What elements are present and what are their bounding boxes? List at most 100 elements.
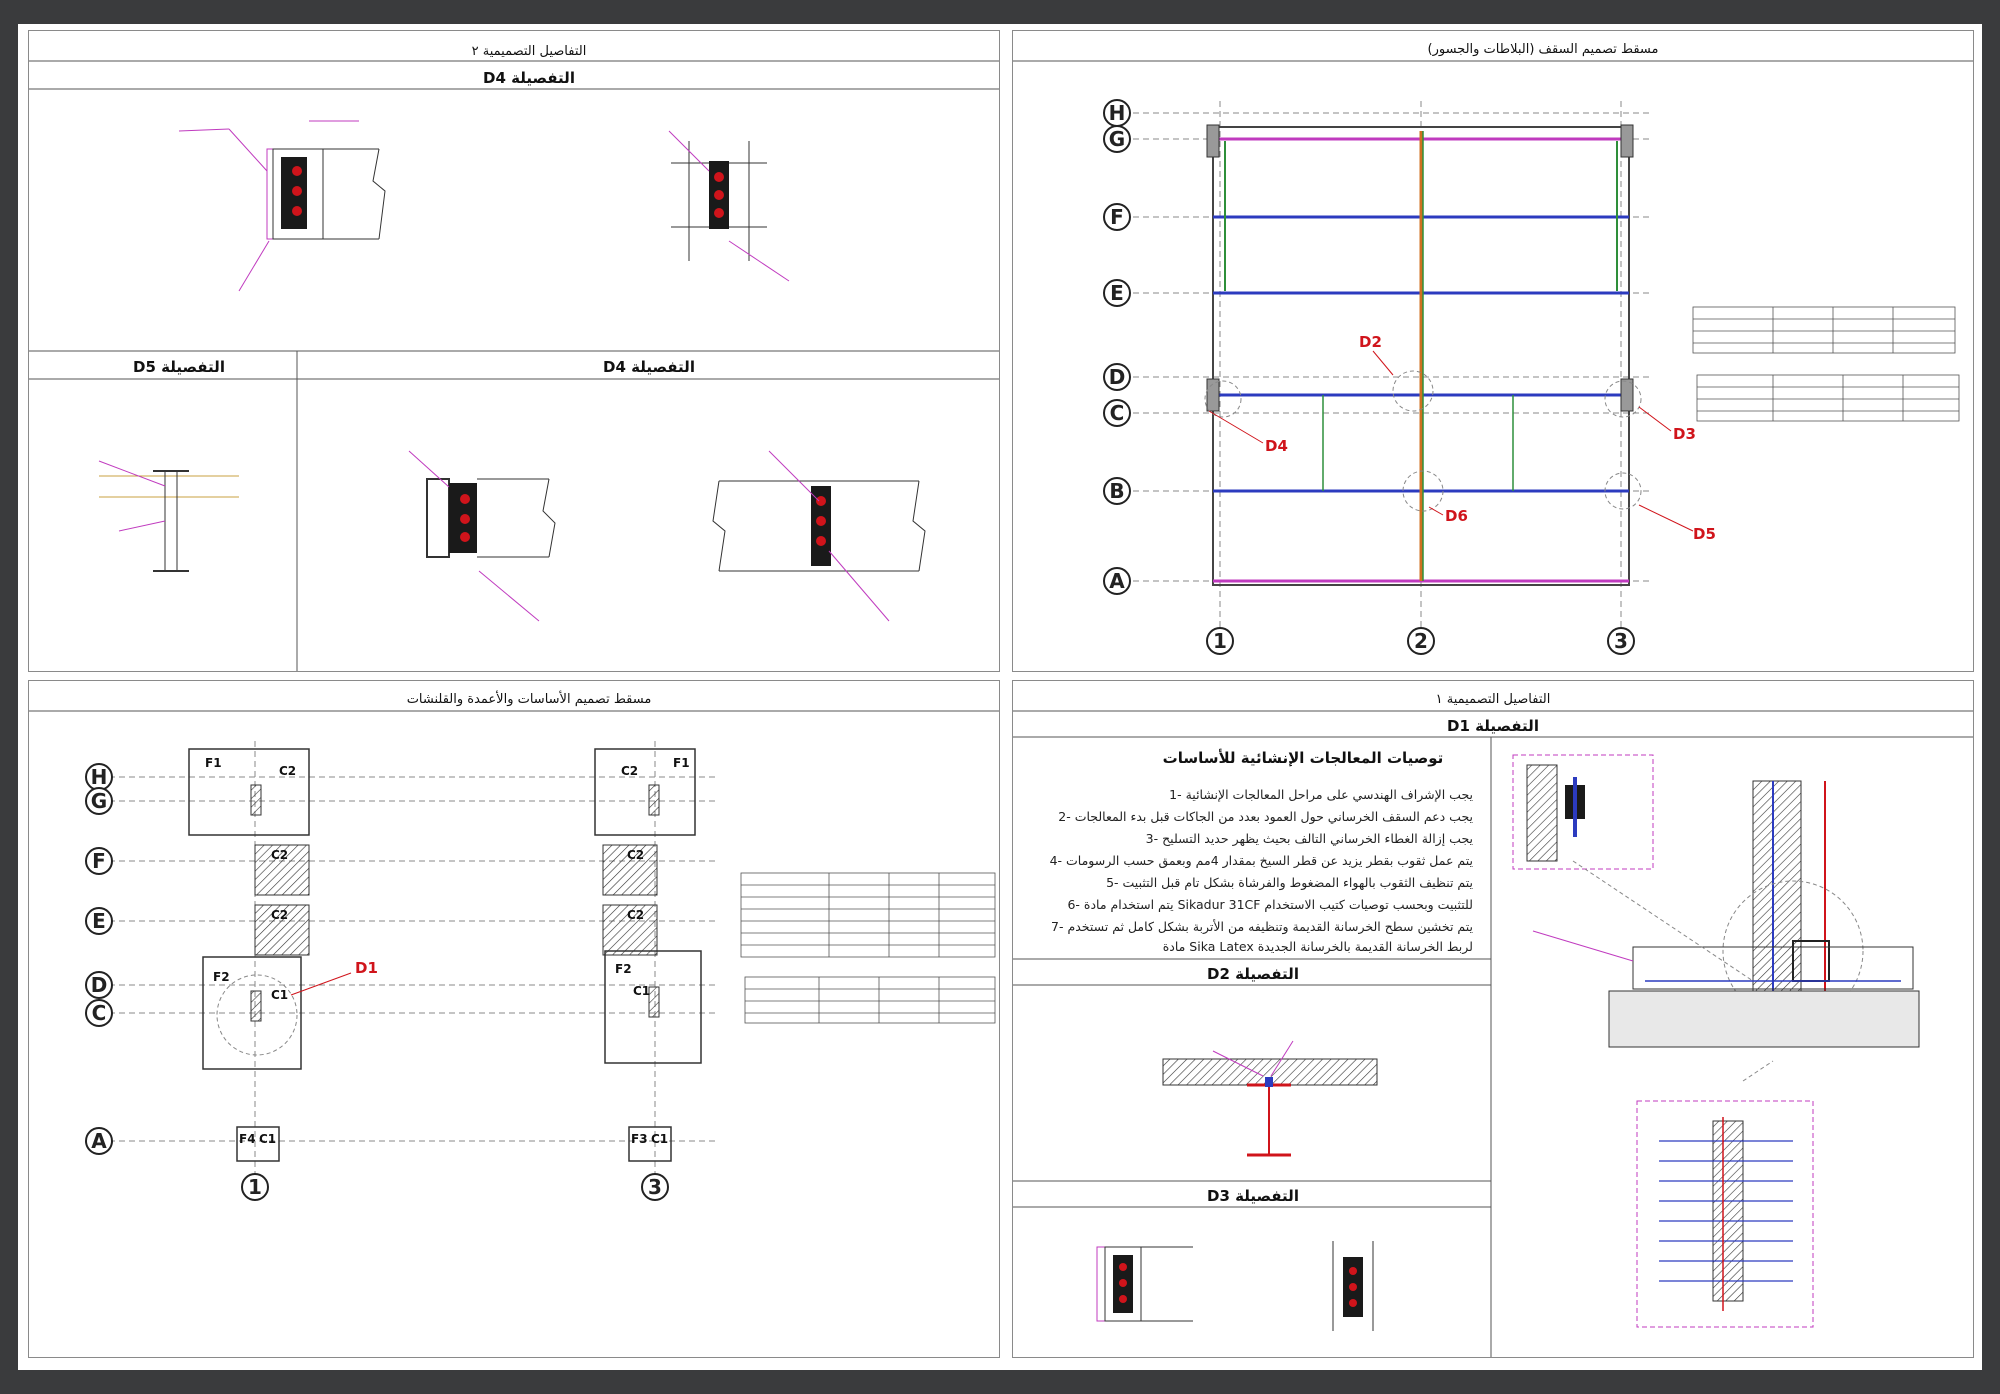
svg-text:B: B bbox=[1109, 479, 1124, 503]
roof-row-bubble: H bbox=[1103, 99, 1131, 127]
roof-marker-d5: D5 bbox=[1693, 525, 1716, 543]
roof-row-bubble: F bbox=[1103, 203, 1131, 231]
foundation-schedule-tables bbox=[740, 872, 996, 1024]
roof-plan-drawing: مسقط تصميم السقف (البلاطات والجسور) bbox=[1013, 42, 1973, 655]
footing-tag: F2 bbox=[615, 962, 632, 976]
detail-d2-heading: D2 التفصيلة bbox=[1207, 965, 1299, 983]
svg-text:H: H bbox=[1109, 101, 1126, 125]
svg-text:D: D bbox=[1109, 365, 1126, 389]
svg-text:E: E bbox=[1110, 281, 1124, 305]
footing-tag: F3 bbox=[631, 1132, 648, 1146]
svg-text:2: 2 bbox=[1414, 629, 1428, 653]
roof-row-bubble: D bbox=[1103, 363, 1131, 391]
foundation-detail-d1: D1 bbox=[216, 959, 378, 1056]
roof-row-bubble: A bbox=[1103, 567, 1131, 595]
svg-text:E: E bbox=[92, 909, 106, 933]
note-line: 6- يتم استخدام مادة Sikadur 31CF للتثبيت… bbox=[1067, 897, 1473, 913]
svg-text:G: G bbox=[91, 789, 107, 813]
roof-col-bubble: 3 bbox=[1607, 627, 1635, 655]
column-tag: C2 bbox=[271, 908, 288, 922]
roof-row-bubble: C bbox=[1103, 399, 1131, 427]
roof-grid-bubbles: H G F E D C B A 1 2 3 bbox=[1103, 99, 1635, 655]
d4-plan-view bbox=[668, 130, 790, 282]
roof-beams bbox=[1212, 126, 1630, 586]
foundation-row-bubble: D bbox=[85, 971, 113, 999]
d4-plan-view-2 bbox=[712, 450, 926, 622]
details-2-drawing: التفاصيل التصميمية ٢ D4 التفصيلة bbox=[29, 44, 999, 671]
foundation-row-bubble: A bbox=[85, 1127, 113, 1155]
footing-tag: F2 bbox=[213, 970, 230, 984]
svg-text:D: D bbox=[91, 973, 108, 997]
svg-text:F: F bbox=[92, 849, 106, 873]
svg-text:1: 1 bbox=[248, 1175, 262, 1199]
footing-tag: F1 bbox=[205, 756, 222, 770]
note-line: 3- يجب إزالة الغطاء الخرساني التالف بحيث… bbox=[1146, 831, 1474, 847]
roof-schedule-tables bbox=[1692, 306, 1960, 422]
d3-drawing bbox=[1096, 1241, 1374, 1331]
detail-d1-heading: D1 التفصيلة bbox=[1447, 717, 1539, 735]
foundation-plan-title: مسقط تصميم الأساسات والأعمدة والقلنشات bbox=[407, 690, 652, 707]
d2-drawing bbox=[1162, 1040, 1378, 1157]
d1-footing-section bbox=[1512, 754, 1920, 1328]
roof-row-bubble: B bbox=[1103, 477, 1131, 505]
details-1-drawing: التفاصيل التصميمية ١ D1 التفصيلة توصيات … bbox=[1013, 692, 1973, 1357]
roof-col-bubble: 2 bbox=[1407, 627, 1435, 655]
detail-d3-heading: D3 التفصيلة bbox=[1207, 1187, 1299, 1205]
footing-tag: F4 bbox=[239, 1132, 256, 1146]
column-tag: C2 bbox=[627, 908, 644, 922]
foundation-row-bubble: F bbox=[85, 847, 113, 875]
details-1-title: التفاصيل التصميمية ١ bbox=[1436, 692, 1551, 707]
note-line: مادة Sika Latex لربط الخرسانة القديمة با… bbox=[1163, 939, 1473, 955]
foundation-row-bubble: E bbox=[85, 907, 113, 935]
roof-marker-d3: D3 bbox=[1673, 425, 1696, 443]
details-2-title: التفاصيل التصميمية ٢ bbox=[472, 44, 587, 59]
column-tag: C1 bbox=[271, 988, 288, 1002]
foundation-tags: F1 F1 F2 F2 F4 F3 C2 C2 C2 C2 C2 C2 C1 C… bbox=[205, 756, 690, 1146]
svg-text:1: 1 bbox=[1213, 629, 1227, 653]
foundation-row-bubble: H bbox=[85, 763, 113, 791]
d5-elevation bbox=[98, 460, 239, 572]
column-tag: C2 bbox=[621, 764, 638, 778]
drawing-sheet: التفاصيل التصميمية ٢ D4 التفصيلة bbox=[18, 24, 1982, 1370]
svg-text:G: G bbox=[1109, 127, 1125, 151]
svg-text:A: A bbox=[91, 1129, 107, 1153]
footing-tag: F1 bbox=[673, 756, 690, 770]
foundation-col-bubble: 1 bbox=[241, 1173, 269, 1201]
note-line: 7- يتم تخشين سطح الخرسانة القديمة وتنظيف… bbox=[1051, 919, 1474, 935]
panel-foundation-plan: مسقط تصميم الأساسات والأعمدة والقلنشات bbox=[28, 680, 1000, 1358]
column-tag: C2 bbox=[271, 848, 288, 862]
panel-design-details-2: التفاصيل التصميمية ٢ D4 التفصيلة bbox=[28, 30, 1000, 672]
column-tag: C2 bbox=[279, 764, 296, 778]
svg-text:3: 3 bbox=[648, 1175, 662, 1199]
roof-marker-d6: D6 bbox=[1445, 507, 1468, 525]
panel-roof-plan: مسقط تصميم السقف (البلاطات والجسور) bbox=[1012, 30, 1974, 672]
note-line: 2- يجب دعم السقف الخرساني حول العمود بعد… bbox=[1058, 809, 1473, 825]
svg-text:F: F bbox=[1110, 205, 1124, 229]
roof-columns bbox=[1206, 124, 1634, 412]
column-tag: C2 bbox=[627, 848, 644, 862]
notes-title: توصيات المعالجات الإنشائية للأساسات bbox=[1163, 749, 1444, 767]
foundation-grid-bubbles: H G F E D C A 1 3 bbox=[85, 763, 669, 1201]
roof-row-bubble: G bbox=[1103, 125, 1131, 153]
foundation-plan-drawing: مسقط تصميم الأساسات والأعمدة والقلنشات bbox=[29, 690, 999, 1201]
foundation-col-bubble: 3 bbox=[641, 1173, 669, 1201]
roof-detail-markers: D2 D3 D4 D5 D6 bbox=[1204, 333, 1716, 543]
detail-d4-top-heading: D4 التفصيلة bbox=[483, 69, 575, 87]
detail-d4-bottom-heading: D4 التفصيلة bbox=[603, 358, 695, 376]
svg-text:C: C bbox=[1110, 401, 1125, 425]
roof-marker-d4: D4 bbox=[1265, 437, 1288, 455]
foundation-marker-d1: D1 bbox=[355, 959, 378, 977]
note-line: 4- يتم عمل ثقوب بقطر يزيد عن قطر السيخ ب… bbox=[1050, 853, 1474, 869]
column-tag: C1 bbox=[633, 984, 650, 998]
foundation-row-bubble: C bbox=[85, 999, 113, 1027]
roof-row-bubble: E bbox=[1103, 279, 1131, 307]
detail-d5-heading: D5 التفصيلة bbox=[133, 358, 225, 376]
roof-col-bubble: 1 bbox=[1206, 627, 1234, 655]
foundation-grid-lines bbox=[89, 741, 719, 1181]
note-line: 5- يتم تنظيف الثقوب بالهواء المضغوط والف… bbox=[1106, 875, 1473, 891]
roof-plan-title: مسقط تصميم السقف (البلاطات والجسور) bbox=[1428, 42, 1659, 57]
d4-side-elevation-2 bbox=[408, 450, 556, 622]
roof-marker-d2: D2 bbox=[1359, 333, 1382, 351]
foundation-row-bubble: G bbox=[85, 787, 113, 815]
roof-grid-lines bbox=[1133, 101, 1653, 631]
